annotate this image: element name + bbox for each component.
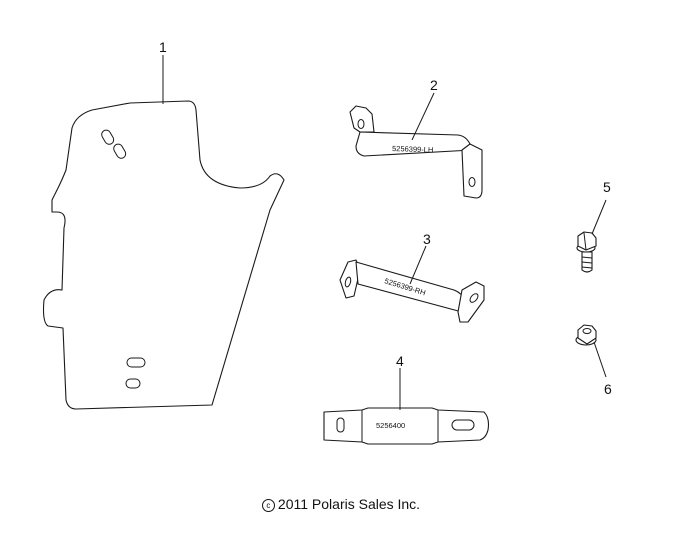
stamp-strap: 5256400	[376, 421, 405, 430]
part-3-bracket-rh[interactable]: 5256399-RH	[339, 259, 485, 323]
part-1-shield-panel[interactable]	[42, 100, 285, 410]
part-2-bracket-lh[interactable]: 5256399-LH	[349, 105, 483, 199]
leader-3	[409, 245, 427, 285]
copyright-symbol-icon: c	[261, 499, 275, 512]
leader-5	[591, 199, 607, 235]
callout-3: 3	[423, 231, 431, 247]
leader-2	[411, 92, 435, 141]
callout-2: 2	[430, 77, 438, 93]
part-4-strap[interactable]: 5256400	[323, 407, 490, 445]
leader-6	[593, 341, 607, 378]
callout-5: 5	[603, 179, 611, 195]
callout-1: 1	[159, 39, 167, 55]
callout-4: 4	[396, 353, 404, 369]
part-6-flange-nut[interactable]	[575, 324, 597, 346]
callout-6: 6	[604, 381, 612, 397]
copyright-text: 2011 Polaris Sales Inc.	[277, 496, 421, 512]
part-5-flange-bolt[interactable]	[576, 231, 597, 273]
stamp-bracket-lh: 5256399-LH	[392, 144, 434, 154]
